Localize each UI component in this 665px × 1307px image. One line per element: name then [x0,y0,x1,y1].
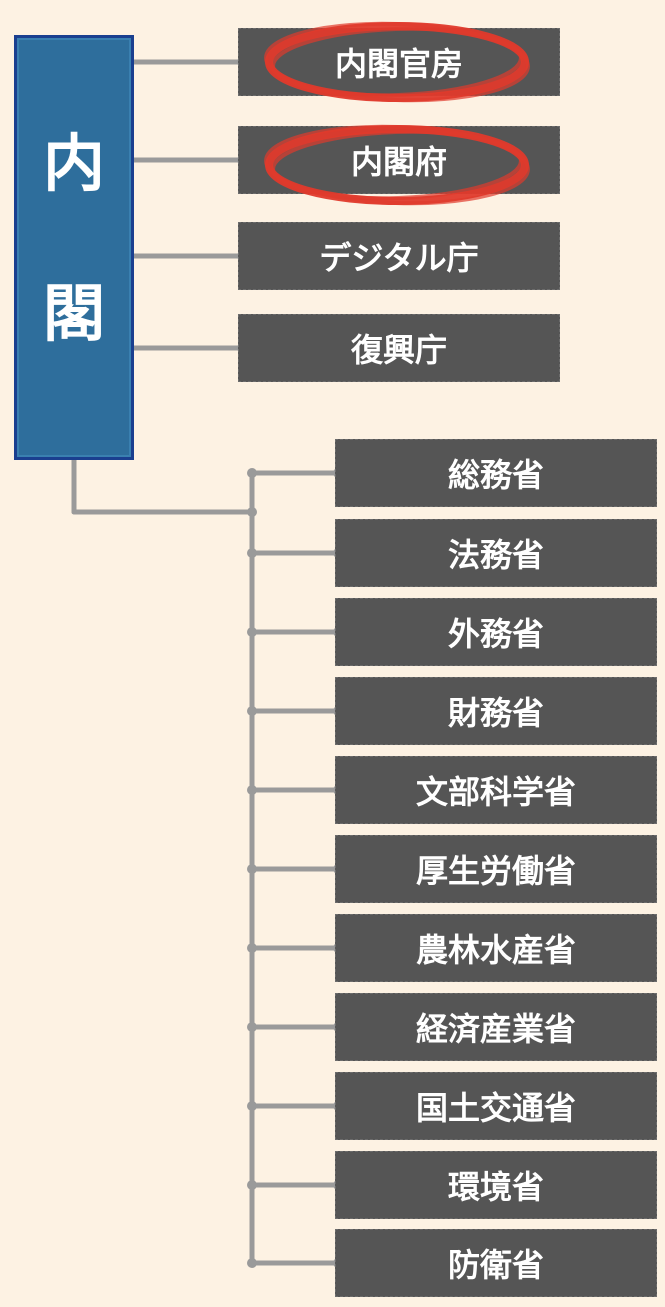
connector-dot [247,864,257,874]
node-ministry: 法務省 [335,519,657,587]
node-ministry: 環境省 [335,1151,657,1219]
node-ministry: 文部科学省 [335,756,657,824]
root-char-1: 内 [42,127,105,200]
node-ministry: 経済産業省 [335,993,657,1061]
connector-dot [247,1180,257,1190]
root-char-2: 閣 [42,277,105,350]
connector-dot [247,468,257,478]
connector-dot [247,627,257,637]
connector-dot [247,785,257,795]
node-ministry: 厚生労働省 [335,835,657,903]
node-ministry: 外務省 [335,598,657,666]
node-ministry: 総務省 [335,439,657,507]
connector-dot [247,1022,257,1032]
cabinet-root-box: 内 閣 [14,35,134,460]
node-ministry: 国土交通省 [335,1072,657,1140]
connector-dot [247,548,257,558]
node-ministry: 財務省 [335,677,657,745]
connector-dot [247,943,257,953]
node-ministry: 防衛省 [335,1229,657,1297]
connector-dot [247,706,257,716]
node-digital-agency: デジタル庁 [238,222,560,290]
node-ministry: 農林水産省 [335,914,657,982]
connector-dot [247,1258,257,1268]
node-cabinet-secretariat: 内閣官房 [238,28,560,96]
connector-dot [247,1101,257,1111]
node-cabinet-office: 内閣府 [238,126,560,194]
node-reconstruction-agency: 復興庁 [238,314,560,382]
connector-dot [247,507,257,517]
